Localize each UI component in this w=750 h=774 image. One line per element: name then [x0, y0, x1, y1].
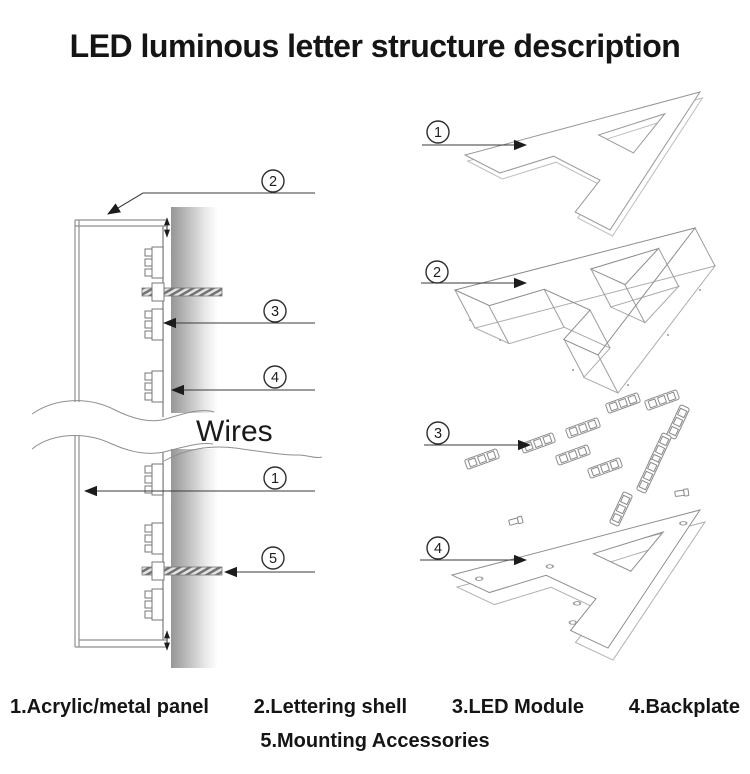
screw: [674, 488, 690, 498]
led-module: [665, 403, 691, 441]
callout-1: 1: [263, 466, 287, 490]
mounting-rod-bottom: [141, 561, 223, 581]
led-module: [586, 456, 624, 480]
mounting-rod-top: [141, 282, 223, 302]
led-module: [144, 522, 164, 555]
svg-text:4: 4: [271, 370, 279, 386]
lettering-shell: [454, 194, 750, 395]
section-drawing: Wires 2 3 4 1: [31, 169, 323, 668]
legend: 1.Acrylic/metal panel 2.Lettering shell …: [0, 696, 750, 719]
led-module: [564, 416, 602, 440]
legend-item-2: 2.Lettering shell: [253, 696, 408, 718]
led-module: [604, 391, 642, 415]
led-module: [144, 463, 164, 496]
svg-text:1: 1: [434, 125, 442, 141]
wire-curve: [163, 446, 323, 462]
callout-3: 3: [263, 299, 287, 323]
wires-label: Wires: [196, 415, 273, 448]
led-module: [519, 431, 557, 455]
svg-text:3: 3: [271, 304, 279, 320]
led-module: [608, 490, 634, 528]
led-module: [144, 588, 164, 621]
shell-rivet-dots: [469, 289, 701, 386]
wall-lower: [171, 449, 217, 668]
svg-text:4: 4: [434, 541, 442, 557]
legend-item-1: 1.Acrylic/metal panel: [10, 696, 209, 718]
svg-text:1: 1: [271, 471, 279, 487]
backplate-holes: [474, 521, 688, 625]
page-title: LED luminous letter structure descriptio…: [69, 28, 681, 64]
callout-r1: 1: [426, 120, 450, 144]
lettering-shell-profile: [74, 219, 166, 648]
leader-2: [107, 192, 315, 215]
led-module: [144, 246, 164, 279]
wall-upper: [171, 207, 217, 413]
break-line-lower: [31, 435, 214, 454]
led-module: [554, 443, 592, 467]
led-modules-exploded: [463, 388, 691, 528]
backplate: [450, 472, 750, 662]
callout-5: 5: [261, 546, 285, 570]
svg-text:2: 2: [269, 174, 277, 190]
led-module: [144, 370, 164, 403]
svg-text:5: 5: [269, 551, 277, 567]
led-module: [144, 308, 164, 341]
svg-text:3: 3: [434, 426, 442, 442]
callout-r4: 4: [426, 536, 450, 560]
callout-r3: 3: [426, 421, 450, 445]
led-module: [463, 447, 501, 471]
screw: [507, 515, 524, 527]
led-module: [643, 388, 681, 412]
legend-item-3: 3.LED Module: [451, 696, 585, 718]
svg-text:2: 2: [433, 265, 441, 281]
exploded-view: 1 2 3 4: [420, 53, 750, 662]
legend-line2: 5.Mounting Accessories: [260, 730, 490, 752]
break-line-upper: [31, 400, 215, 422]
callout-r2: 2: [425, 260, 449, 284]
legend-item-4: 4.Backplate: [628, 696, 740, 718]
led-module: [635, 457, 661, 495]
callout-4: 4: [263, 365, 287, 389]
callout-2: 2: [261, 169, 285, 193]
